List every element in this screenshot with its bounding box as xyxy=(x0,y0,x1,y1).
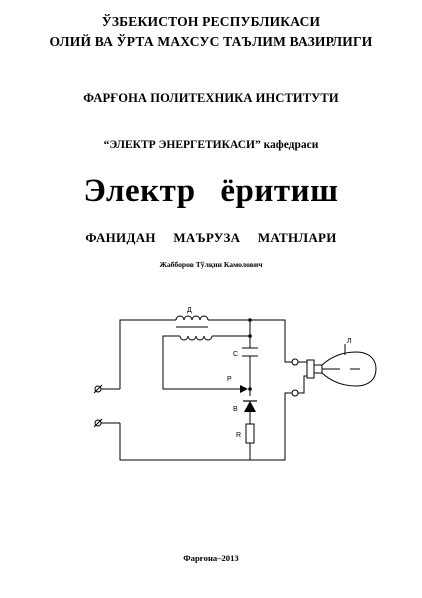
republic-heading: ЎЗБЕКИСТОН РЕСПУБЛИКАСИ xyxy=(101,14,321,29)
lamp-base xyxy=(306,359,315,379)
institute-heading: ФАРҒОНА ПОЛИТЕХНИКА ИНСТИТУТИ xyxy=(83,91,339,105)
lamp-bulb xyxy=(321,351,377,387)
terminal-wires xyxy=(101,388,120,424)
relay-label: Р xyxy=(227,376,232,383)
diode-label: В xyxy=(233,406,238,413)
terminal-top-slash xyxy=(93,384,103,394)
terminal-bottom xyxy=(94,419,102,427)
node-dot-coil xyxy=(248,334,252,338)
lamp-terminal-top xyxy=(291,358,299,366)
node-dot-top xyxy=(248,318,252,322)
lamp-wires xyxy=(298,361,307,394)
document-title: Электр ёритиш xyxy=(83,173,339,209)
choke-label: Д xyxy=(187,307,192,314)
department-heading: “ЭЛЕКТР ЭНЕРГЕТИКАСИ” кафедраси xyxy=(103,139,319,151)
node-dot-relay xyxy=(248,387,252,391)
wire-coil-loop xyxy=(162,335,250,390)
wire-bottom xyxy=(119,392,292,461)
footer-city-year: Фарғона–2013 xyxy=(183,553,239,563)
author-name: Жабборов Тўлқин Камолович xyxy=(159,260,263,269)
lamp-neck xyxy=(314,364,322,374)
terminal-bottom-slash xyxy=(93,418,103,428)
relay-arrowhead xyxy=(240,385,248,393)
diode-symbol xyxy=(244,401,256,412)
terminal-top xyxy=(94,385,102,393)
lamp-label: Л xyxy=(347,338,352,345)
wire-top xyxy=(119,319,292,389)
resistor-label: R xyxy=(236,432,241,439)
choke-coil-bottom xyxy=(179,335,213,341)
resistor xyxy=(245,423,255,444)
document-subtitle: ФАНИДАН МАЪРУЗА МАТНЛАРИ xyxy=(85,230,337,245)
lamp-terminal-bottom xyxy=(291,389,299,397)
ministry-heading: ОЛИЙ ВА ЎРТА МАХСУС ТАЪЛИМ ВАЗИРЛИГИ xyxy=(49,34,373,49)
choke-coil-top xyxy=(175,315,209,321)
capacitor-label: С xyxy=(233,351,238,358)
